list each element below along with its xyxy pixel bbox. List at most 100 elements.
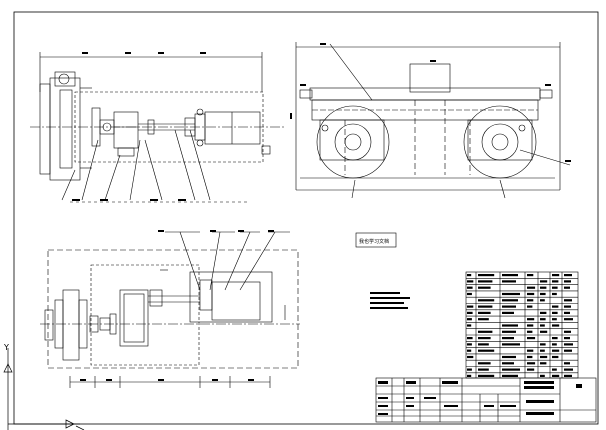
parts-list-rows [466, 277, 578, 374]
parts-cell-mark [478, 299, 495, 302]
parts-cell-mark [502, 311, 514, 314]
parts-cell-mark [502, 355, 516, 359]
parts-cell-mark [564, 349, 572, 352]
parts-cell-mark [467, 286, 473, 289]
parts-cell-mark [478, 362, 491, 365]
parts-cell-mark [540, 349, 545, 352]
parts-cell-mark [478, 368, 489, 371]
parts-cell-mark [552, 311, 558, 314]
parts-cell-mark [564, 330, 571, 333]
parts-cell-mark [478, 274, 495, 277]
parts-cell-mark [478, 280, 493, 283]
parts-cell-mark [527, 318, 535, 321]
parts-cell-mark [527, 337, 536, 340]
parts-cell-mark [540, 292, 546, 296]
parts-cell-mark [552, 324, 560, 327]
parts-cell-mark [540, 374, 545, 377]
top-left-side-view [30, 52, 285, 203]
parts-cell-mark [502, 337, 514, 340]
parts-cell-mark [467, 368, 472, 371]
parts-cell-mark [502, 330, 516, 333]
watermark-stamp: 我也学习文档 [355, 232, 397, 248]
parts-cell-mark [502, 292, 520, 296]
parts-cell-mark [540, 355, 548, 359]
parts-cell-mark [552, 337, 558, 340]
parts-cell-mark [552, 274, 560, 277]
parts-cell-mark [540, 280, 548, 283]
parts-cell-mark [478, 311, 491, 314]
parts-cell-mark [478, 330, 493, 333]
parts-cell-mark [467, 349, 472, 352]
stamp-label: 我也学习文档 [359, 238, 389, 245]
parts-cell-mark [527, 362, 536, 365]
parts-cell-mark [527, 324, 534, 327]
parts-cell-mark [467, 318, 472, 321]
parts-cell-mark [540, 311, 547, 314]
parts-cell-mark [527, 349, 534, 352]
parts-cell-mark [478, 286, 491, 289]
parts-cell-mark [502, 280, 516, 283]
bottom-left-dimension-marks [80, 230, 274, 381]
parts-cell-mark [467, 355, 474, 359]
parts-cell-mark [502, 374, 518, 377]
parts-cell-mark [564, 299, 572, 302]
parts-cell-mark [564, 305, 571, 308]
parts-cell-mark [467, 324, 472, 327]
parts-cell-mark [527, 292, 535, 296]
parts-cell-mark [502, 368, 520, 371]
parts-cell-mark [540, 330, 548, 333]
parts-cell-mark [564, 343, 573, 346]
title-block-marks [378, 381, 582, 415]
technical-notes-block [370, 292, 410, 309]
parts-cell-mark [502, 362, 514, 365]
parts-cell-mark [564, 274, 572, 277]
parts-cell-mark [552, 292, 557, 296]
parts-cell-mark [552, 343, 557, 346]
parts-cell-mark [540, 299, 545, 302]
parts-cell-mark [564, 374, 572, 377]
parts-cell-mark [527, 355, 533, 359]
sheet-border [13, 11, 599, 425]
parts-cell-mark [564, 311, 570, 314]
top-right-dimension-marks [290, 43, 571, 162]
top-left-dimension-marks [72, 52, 206, 201]
parts-cell-mark [552, 305, 559, 308]
parts-cell-mark [564, 368, 573, 371]
top-right-front-view [295, 42, 571, 199]
parts-cell-mark [502, 274, 518, 277]
y-axis-label: Y [3, 343, 9, 352]
parts-cell-mark [564, 280, 571, 283]
parts-cell-mark [502, 305, 516, 308]
parts-cell-mark [502, 324, 518, 327]
parts-cell-mark [502, 299, 518, 302]
parts-list-table [465, 271, 579, 379]
parts-cell-mark [552, 349, 560, 352]
parts-cell-mark [467, 311, 473, 314]
parts-list-cell-marks [467, 274, 573, 377]
parts-cell-mark [564, 286, 570, 289]
parts-cell-mark [467, 292, 472, 296]
parts-cell-mark [467, 343, 472, 346]
parts-cell-mark [478, 337, 491, 340]
parts-cell-mark [502, 343, 520, 346]
parts-cell-mark [552, 368, 557, 371]
parts-cell-mark [540, 324, 545, 327]
parts-cell-mark [540, 362, 547, 365]
parts-cell-mark [478, 374, 495, 377]
parts-cell-mark [540, 286, 547, 289]
title-block [375, 377, 597, 423]
parts-cell-mark [467, 337, 473, 340]
parts-cell-mark [527, 286, 536, 289]
parts-cell-mark [552, 374, 560, 377]
parts-cell-mark [478, 305, 493, 308]
parts-cell-mark [540, 343, 546, 346]
parts-cell-mark [527, 305, 533, 308]
parts-cell-mark [552, 355, 559, 359]
parts-cell-mark [540, 318, 546, 321]
parts-cell-mark [467, 374, 472, 377]
parts-cell-mark [478, 318, 489, 321]
parts-cell-mark [552, 286, 558, 289]
parts-cell-mark [564, 318, 573, 321]
parts-cell-mark [478, 343, 489, 346]
parts-cell-mark [527, 368, 535, 371]
